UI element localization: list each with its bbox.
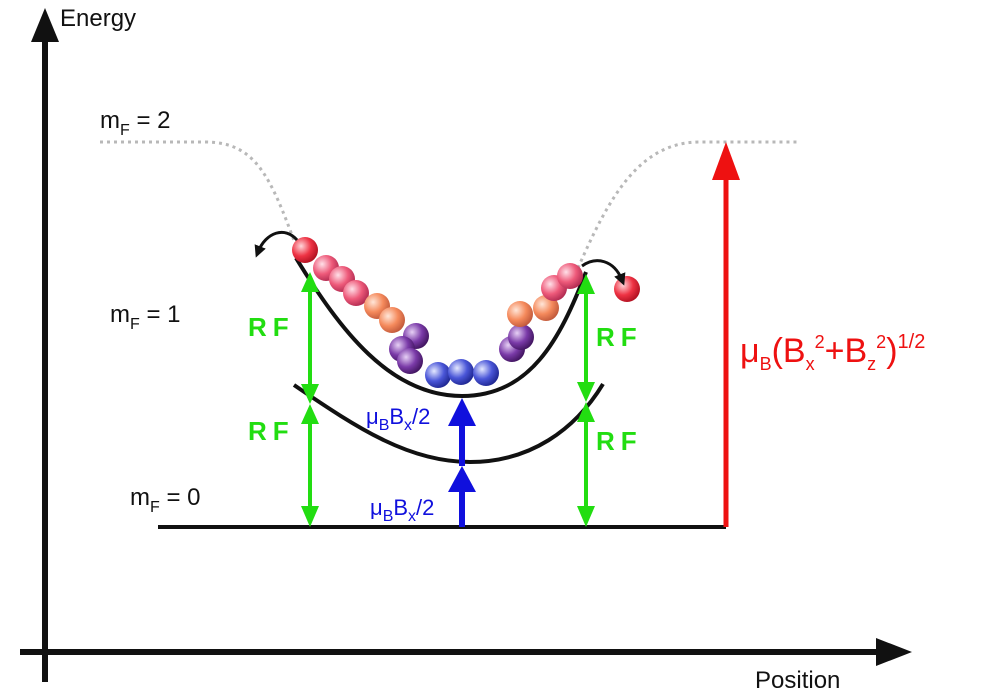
atom-purple — [508, 324, 534, 350]
rf-label-left-lower: RF — [248, 416, 295, 446]
atom-purple — [397, 348, 423, 374]
x-axis-label: Position — [755, 667, 840, 694]
y-axis-label: Energy — [60, 5, 136, 32]
rf-label-right-lower: RF — [596, 426, 643, 456]
mf0-label: mF = 0 — [130, 484, 200, 516]
rf-arrow-right-upper — [577, 274, 595, 402]
atom-orange — [507, 301, 533, 327]
red-gap-label: μB(Bx2+Bz2)1/2 — [740, 331, 925, 374]
mf1-label: mF = 1 — [110, 301, 180, 333]
atom-blue — [473, 360, 499, 386]
atom-orange — [379, 307, 405, 333]
rf-arrow-left-upper — [301, 272, 319, 404]
blue-arrow-lower — [448, 466, 476, 527]
red-gap-arrow — [712, 142, 740, 527]
y-axis-arrowhead — [31, 8, 59, 42]
atom-red — [614, 276, 640, 302]
x-axis — [20, 638, 912, 666]
atom-pink — [557, 263, 583, 289]
rf-arrow-right-lower — [577, 402, 595, 527]
blue-label-lower: μBBx/2 — [370, 495, 434, 525]
x-axis-arrowhead — [876, 638, 912, 666]
escape-arrow-right — [582, 261, 622, 280]
mf2-label: mF = 2 — [100, 107, 170, 139]
y-axis — [31, 8, 59, 682]
rf-arrow-left-lower — [301, 404, 319, 527]
atom-blue — [425, 362, 451, 388]
mf2-dotted-potential — [100, 142, 800, 268]
atom-blue — [448, 359, 474, 385]
blue-arrow-upper — [448, 398, 476, 466]
escape-arrow-left — [258, 232, 297, 252]
rf-label-left-upper: RF — [248, 312, 295, 342]
blue-label-upper: μBBx/2 — [366, 404, 430, 434]
rf-label-right-upper: RF — [596, 322, 643, 352]
